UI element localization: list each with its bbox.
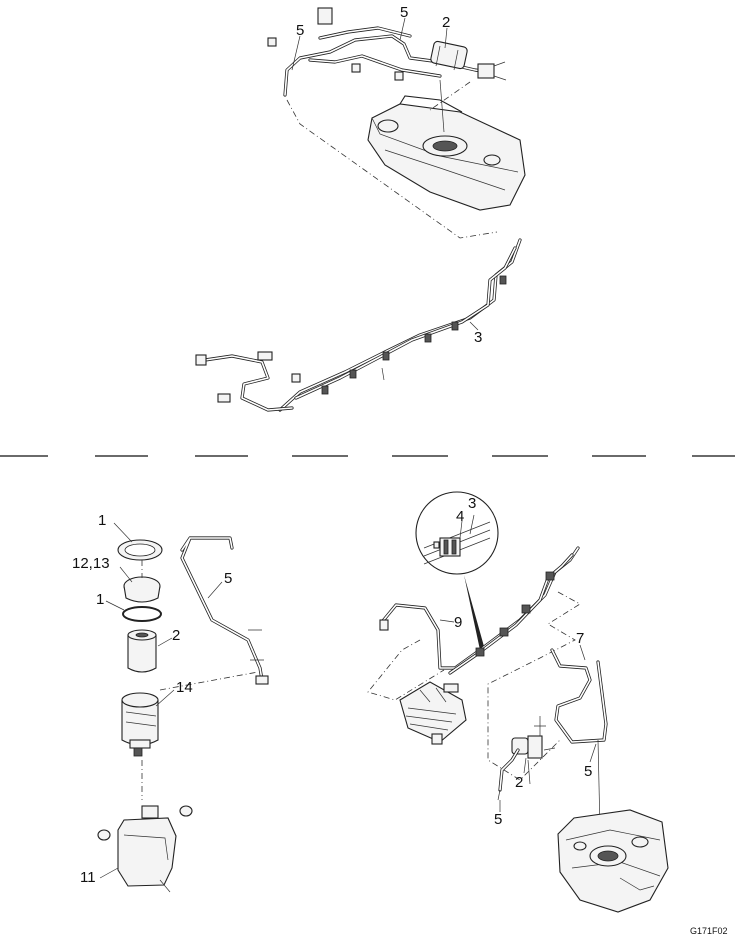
callout-lower-right-7: 7: [576, 630, 584, 647]
lower-left-pump-filter-assembly: 1 12,13 1 2 14 5 11: [72, 512, 269, 893]
callout-lower-left-14: 14: [176, 679, 193, 696]
upper-main-fuel-line: [195, 238, 522, 412]
lower-right-tank-line-assembly: 4 3: [367, 491, 669, 913]
callout-lower-right-5b: 5: [494, 811, 502, 828]
callout-lower-right-9: 9: [454, 614, 462, 631]
callout-lower-left-11: 11: [80, 869, 96, 886]
callout-upper-2: 2: [442, 14, 450, 31]
lower-left-fuel-pipe: [180, 536, 269, 685]
callout-lower-right-5a: 5: [584, 763, 592, 780]
callout-upper-5b: 5: [400, 4, 408, 21]
upper-fuel-line-assembly: 5 5 2 3: [195, 4, 526, 412]
charcoal-canister: [399, 681, 467, 745]
callout-upper-3: 3: [474, 329, 482, 346]
callout-lower-left-1a: 1: [98, 512, 106, 529]
lower-right-fuel-filter: [511, 716, 556, 785]
callout-lower-left-1b: 1: [96, 591, 104, 608]
callout-detail-4: 4: [456, 508, 464, 525]
lower-right-fuel-tank: [557, 809, 669, 913]
upper-fuel-filter: [430, 40, 507, 81]
callout-lower-left-12-13: 12,13: [72, 555, 110, 572]
clip-detail-circle: 4 3: [415, 491, 499, 575]
figure-code: G171F02: [690, 926, 728, 936]
callout-lower-left-5: 5: [224, 570, 232, 587]
callout-lower-left-2: 2: [172, 627, 180, 644]
callout-upper-5a: 5: [296, 22, 304, 39]
upper-fuel-tank: [367, 79, 526, 211]
callout-detail-3: 3: [468, 495, 476, 512]
callout-lower-right-2: 2: [515, 774, 523, 791]
